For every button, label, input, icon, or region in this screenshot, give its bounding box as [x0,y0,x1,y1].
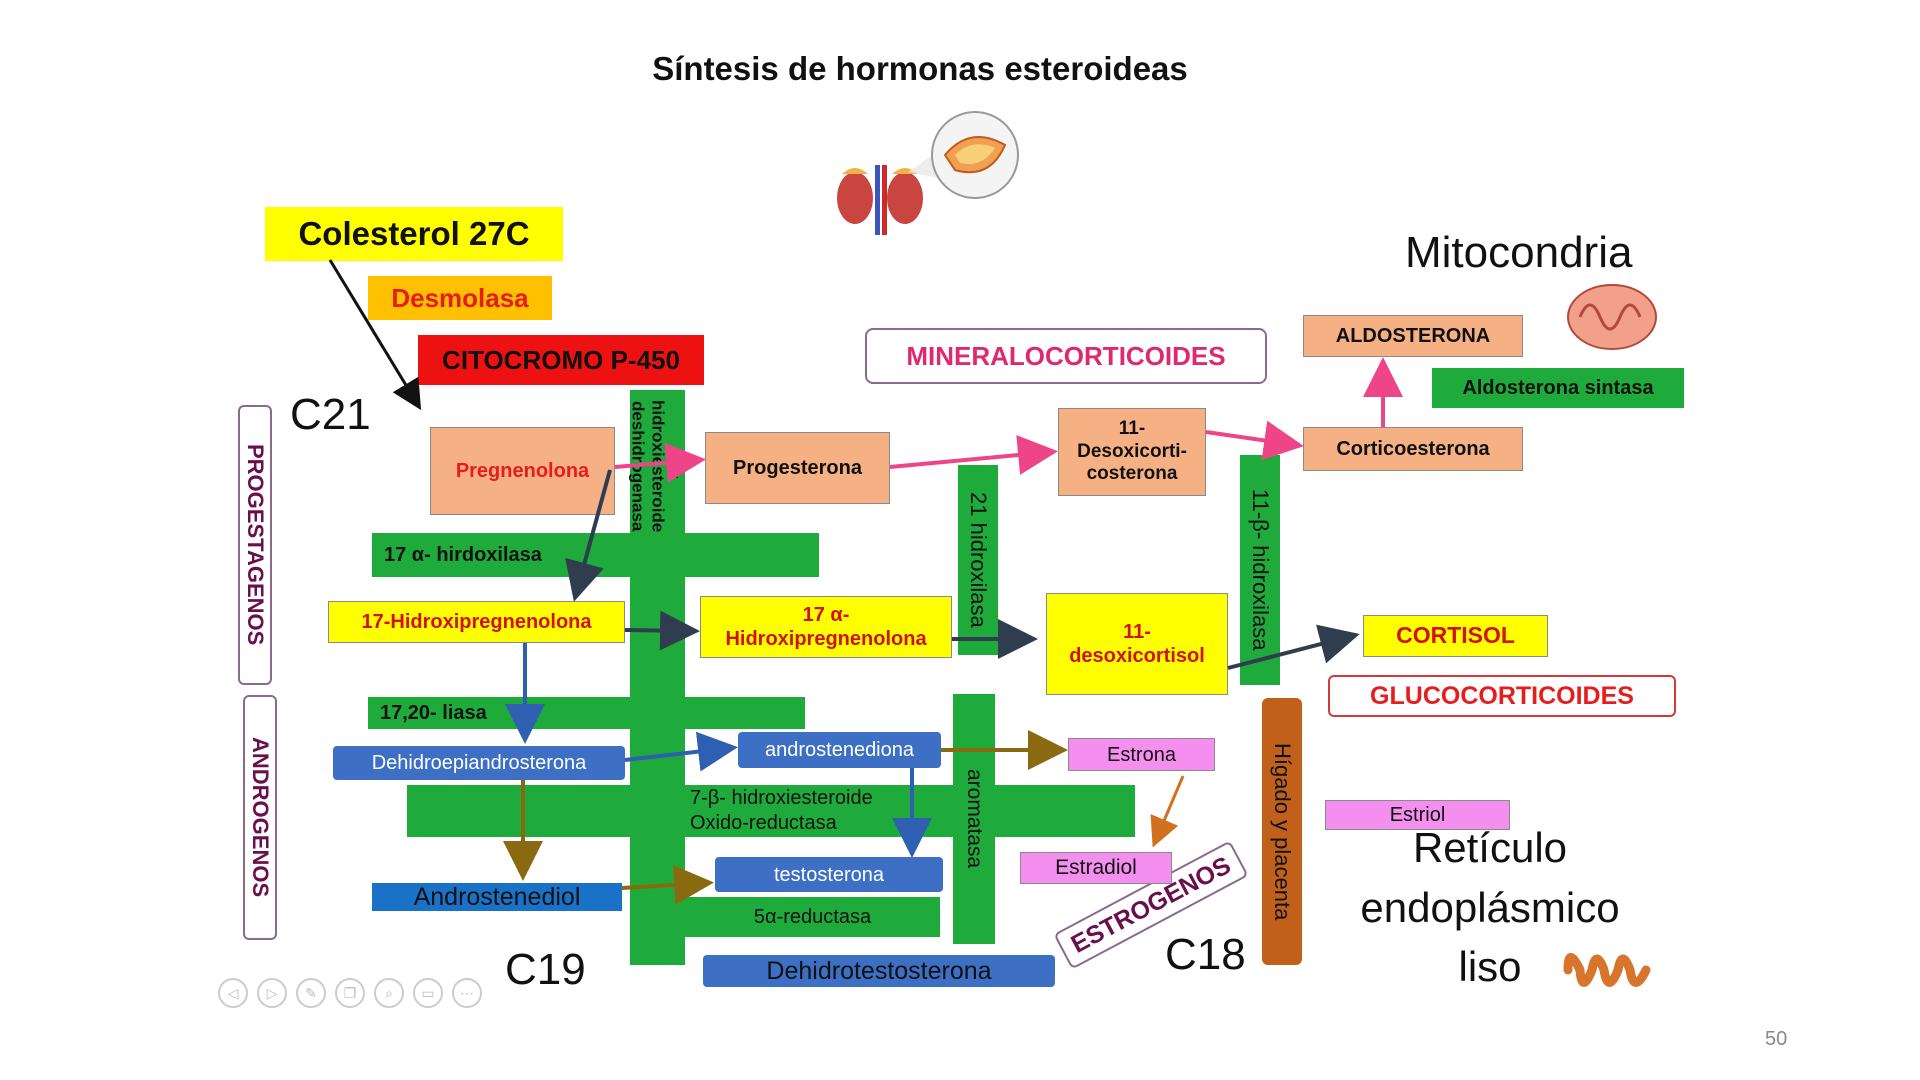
estrona-box: Estrona [1068,738,1215,771]
reticulo-label: Retículo endoplásmico liso [1360,824,1620,991]
mitochondria-icon [1560,273,1670,355]
zoom-icon[interactable]: ⌕ [374,978,404,1008]
enzyme-1720-liasa: 17,20- liasa [368,697,805,729]
enzyme-aldosterona-sintasa: Aldosterona sintasa [1432,368,1684,408]
pregnenolona-box: Pregnenolona [430,427,615,515]
aldosterona-box: ALDOSTERONA [1303,315,1523,357]
pen-icon[interactable]: ✎ [296,978,326,1008]
enzyme-21-hidroxilasa: 21 hidroxilasa [958,465,998,655]
more-icon[interactable]: ⋯ [452,978,482,1008]
arrow-estrona-estradiol [1150,775,1185,848]
arrow-pregnenolona-progesterona [614,442,706,483]
page-title: Síntesis de hormonas esteroideas [652,50,1188,87]
c18-label: C18 [1165,930,1246,979]
enzyme-5a-reductasa: 5α-reductasa [685,897,940,937]
estradiol-box: Estradiol [1020,852,1172,884]
page-number: 50 [1765,1028,1788,1050]
corticoesterona-box: Corticoesterona [1303,427,1523,471]
mitocondria-label: Mitocondria [1405,228,1633,277]
testosterona-box: testosterona [715,857,943,892]
c19-label: C19 [505,945,586,994]
cortisol-box: CORTISOL [1363,615,1548,657]
dhea-box: Dehidroepiandrosterona [333,746,625,780]
kidney-adrenal-icon [820,110,1030,240]
progestagenos-label: PROGESTAGENOS [238,405,272,685]
arrow-desoxicortisol-cortisol [1227,624,1360,670]
progesterona-box: Progesterona [705,432,890,504]
17-hidroxipregnenolona-box: 17-Hidroxipregnenolona [328,601,625,643]
c21-label: C21 [290,390,371,439]
desoxicorticosterona-box: 11- Desoxicorti- costerona [1058,408,1206,496]
17a-hidroxipregnenolona-box: 17 α- Hidroxipregnenolona [700,596,952,658]
enzyme-17b-hsd-label: 7-β- hidroxiesteroide Oxido-reductasa [690,787,873,834]
desmolasa-label: Desmolasa [368,276,552,320]
mineralocorticoides-label: MINERALOCORTICOIDES [865,328,1267,384]
higado-placenta-label: Hígado y placenta [1262,698,1302,965]
citocromo-label: CITOCROMO P-450 [418,335,704,385]
enzyme-17b-hsd-bar [407,785,1135,837]
glucocorticoides-label: GLUCOCORTICOIDES [1328,675,1676,717]
next-icon[interactable]: ▷ [257,978,287,1008]
arrow-pregnenolona-17hidroxi [565,469,612,602]
arrow-colesterol-pregnenolona [328,259,422,411]
screen-icon[interactable]: ▭ [413,978,443,1008]
endoplasmic-reticulum-icon [1560,940,1655,1005]
arrow-17hidroxi-17a [624,610,700,651]
arrow-dhea-androstenediona [624,731,738,772]
androgenos-label: ANDROGENOS [243,695,277,940]
cholesterol-box: Colesterol 27C [265,207,563,261]
androstenediona-box: androstenediona [738,732,941,768]
arrow-desoxicorticosterona-corticoesterona [1205,420,1304,461]
11-desoxicortisol-box: 11- desoxicortisol [1046,593,1228,695]
copy-icon[interactable]: ❐ [335,978,365,1008]
arrow-androstenediol-testosterona [621,864,714,905]
androstenediol-box: Androstenediol [372,883,622,911]
enzyme-aromatasa: aromatasa [953,694,995,944]
arrow-progesterona-desoxicorticosterona [889,435,1058,475]
dht-box: Dehidrotestosterona [703,955,1055,987]
estriol-box: Estriol [1325,800,1510,830]
prev-icon[interactable]: ◁ [218,978,248,1008]
enzyme-11b-hidroxilasa: 11-β- hidroxilasa [1240,455,1280,685]
slide-toolbar: ◁ ▷ ✎ ❐ ⌕ ▭ ⋯ [218,978,508,1010]
